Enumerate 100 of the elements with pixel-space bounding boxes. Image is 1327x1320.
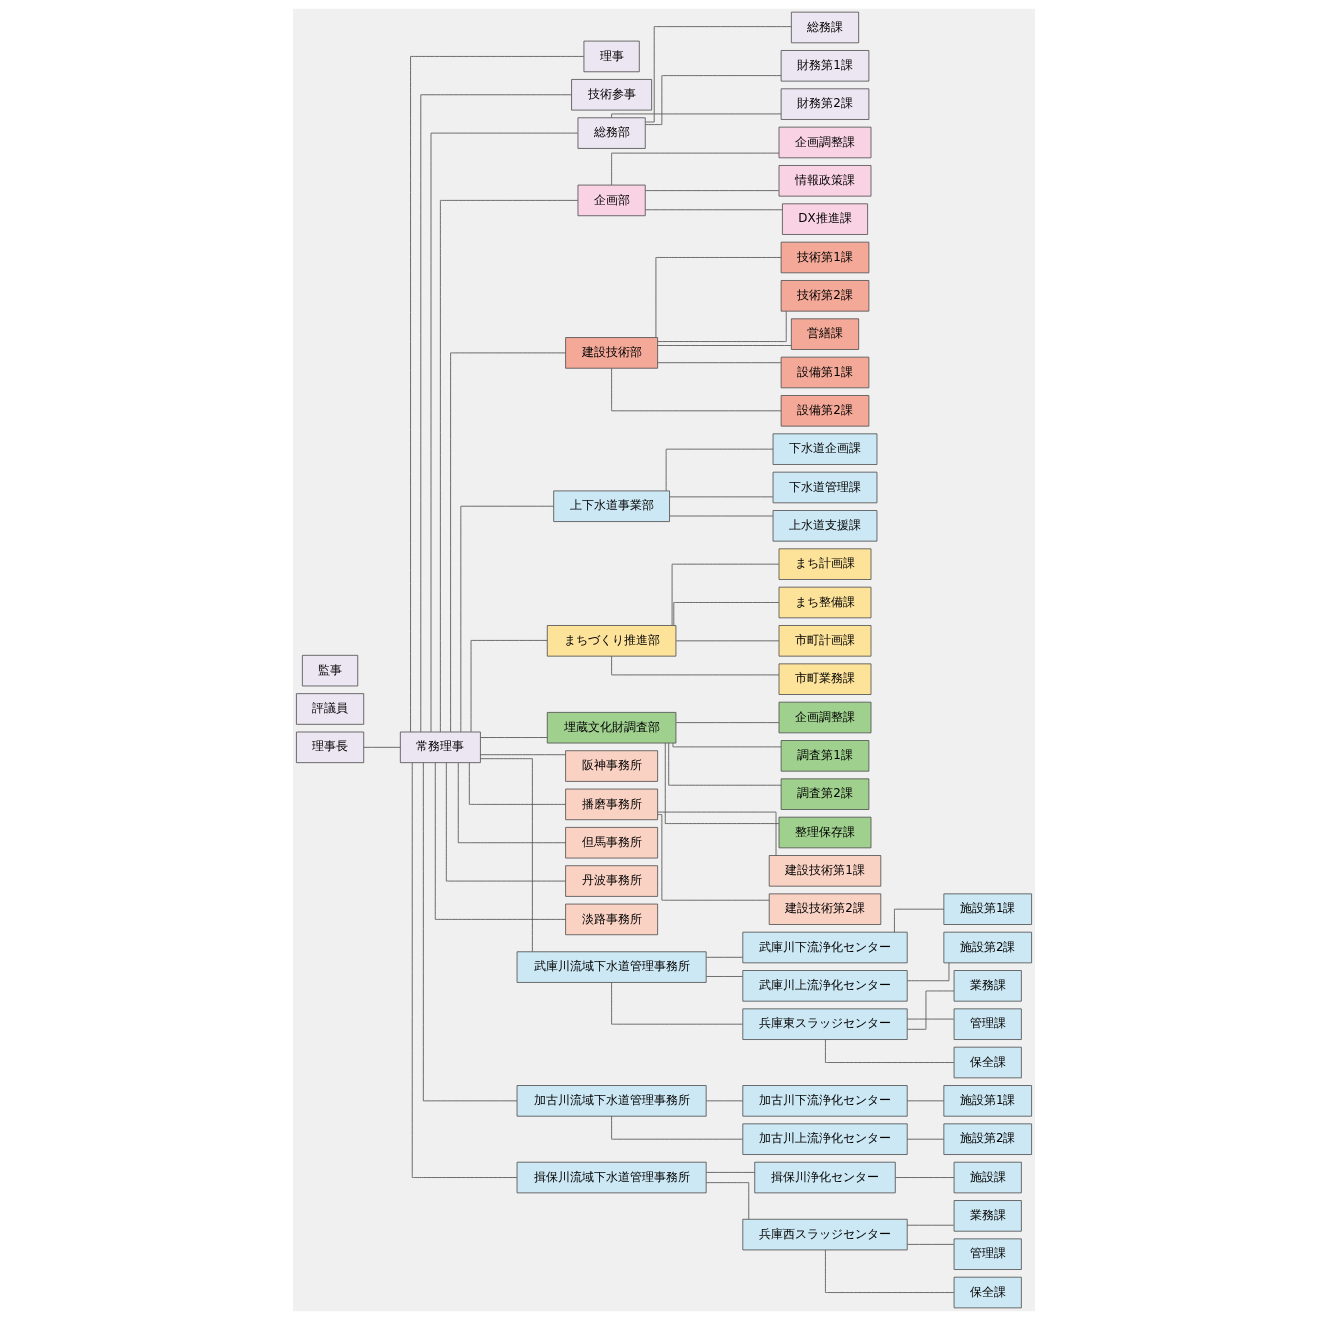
connector	[459, 505, 554, 733]
node-box: 施設第1課	[942, 1085, 1032, 1117]
node-box: 兵庫東スラッジセンター	[741, 1008, 908, 1040]
connector	[906, 1224, 954, 1226]
node-box: 淡路事務所	[564, 903, 658, 936]
node-box: 武庫川上流浄化センター	[741, 970, 908, 1002]
node-box: 建設技術第2課	[768, 893, 881, 925]
connector	[479, 754, 566, 756]
node-box: 管理課	[953, 1238, 1022, 1270]
connector	[824, 1039, 954, 1063]
node-box: 埋蔵文化財調査部	[546, 711, 676, 744]
node-box: 但馬事務所	[564, 826, 658, 859]
connector	[675, 722, 779, 724]
connector	[906, 1138, 944, 1140]
connector	[449, 352, 566, 733]
connector	[705, 956, 743, 958]
node-box: 整理保存課	[778, 816, 871, 849]
node-box: まちづくり推進部	[546, 625, 676, 657]
node-box: 施設第2課	[942, 931, 1032, 964]
connector	[672, 742, 781, 748]
connector	[705, 976, 743, 977]
node-box: 武庫川下流浄化センター	[741, 931, 908, 964]
node-box: 営繕課	[790, 318, 859, 350]
connector	[656, 811, 776, 856]
connector	[824, 1249, 954, 1293]
node-box: 加古川上流浄化センター	[741, 1123, 908, 1155]
node-box: 加古川流域下水道管理事務所	[516, 1085, 707, 1117]
node-box: 調査第2課	[780, 778, 869, 810]
connector	[656, 345, 792, 346]
node-box: 監事	[301, 654, 358, 687]
node-box: 企画調整課	[778, 126, 871, 159]
node-box: 施設第2課	[942, 1123, 1032, 1155]
connector	[705, 1100, 743, 1102]
node-box: 業務課	[953, 1200, 1022, 1232]
node-box: 丹波事務所	[564, 865, 658, 897]
connector	[894, 1177, 954, 1178]
node-box: 市町計画課	[778, 625, 871, 657]
connector	[705, 1172, 755, 1173]
connector	[409, 56, 584, 733]
connector	[610, 655, 779, 676]
connector	[411, 762, 517, 1178]
connector	[439, 199, 578, 733]
connector	[434, 762, 566, 920]
connector	[644, 209, 783, 211]
node-box: 上水道支援課	[772, 510, 877, 542]
connector	[668, 496, 773, 498]
connector	[422, 762, 517, 1102]
connector	[893, 908, 944, 933]
node-box: 技術参事	[570, 79, 652, 111]
connector	[610, 152, 779, 186]
connector	[644, 26, 792, 123]
node-box: 企画部	[577, 184, 646, 217]
connector	[668, 515, 773, 517]
connector	[656, 362, 781, 364]
node-box: 施設課	[953, 1161, 1022, 1194]
node-box: 建設技術第1課	[768, 855, 881, 887]
connector	[610, 982, 743, 1025]
connector	[610, 1115, 743, 1140]
connector	[671, 563, 779, 626]
connector	[906, 1018, 954, 1020]
node-box: 評議員	[295, 693, 364, 725]
node-box: 財務第2課	[780, 88, 869, 120]
node-box: 保全課	[953, 1276, 1022, 1309]
connector	[610, 368, 781, 412]
connector	[644, 190, 779, 192]
node-box: 上下水道事業部	[552, 490, 670, 522]
node-box: 兵庫西スラッジセンター	[741, 1218, 908, 1251]
node-box: 播磨事務所	[564, 788, 658, 821]
connector	[906, 1243, 954, 1245]
connector	[657, 814, 769, 901]
node-box: 保全課	[953, 1046, 1022, 1079]
node-box: 揖保川浄化センター	[753, 1161, 896, 1194]
node-box: 財務第1課	[780, 50, 869, 82]
node-box: 技術第1課	[780, 241, 869, 274]
connector	[906, 962, 949, 982]
connector	[664, 742, 779, 824]
connector	[705, 1182, 749, 1220]
connector	[655, 257, 781, 338]
node-box: 管理課	[953, 1008, 1022, 1040]
connector	[479, 758, 533, 952]
connector	[644, 75, 781, 125]
node-box: 下水道管理課	[772, 471, 877, 504]
connector	[656, 310, 787, 342]
node-box: 業務課	[953, 970, 1022, 1002]
node-box: 設備第1課	[780, 356, 869, 389]
node-box: 常務理事	[399, 731, 481, 764]
node-box: 設備第2課	[780, 395, 869, 427]
node-box: 技術第2課	[780, 280, 869, 312]
connector	[362, 746, 401, 748]
connector	[419, 94, 572, 733]
connector	[665, 448, 773, 492]
node-box: 情報政策課	[778, 165, 871, 197]
node-box: 揖保川流域下水道管理事務所	[516, 1161, 707, 1194]
node-box: 市町業務課	[778, 663, 871, 695]
node-box: 企画調整課	[778, 701, 871, 734]
connector	[445, 762, 566, 882]
node-box: まち計画課	[778, 548, 871, 580]
connector	[667, 742, 781, 786]
node-box: 施設第1課	[942, 893, 1032, 925]
node-box: 建設技術部	[564, 337, 658, 369]
